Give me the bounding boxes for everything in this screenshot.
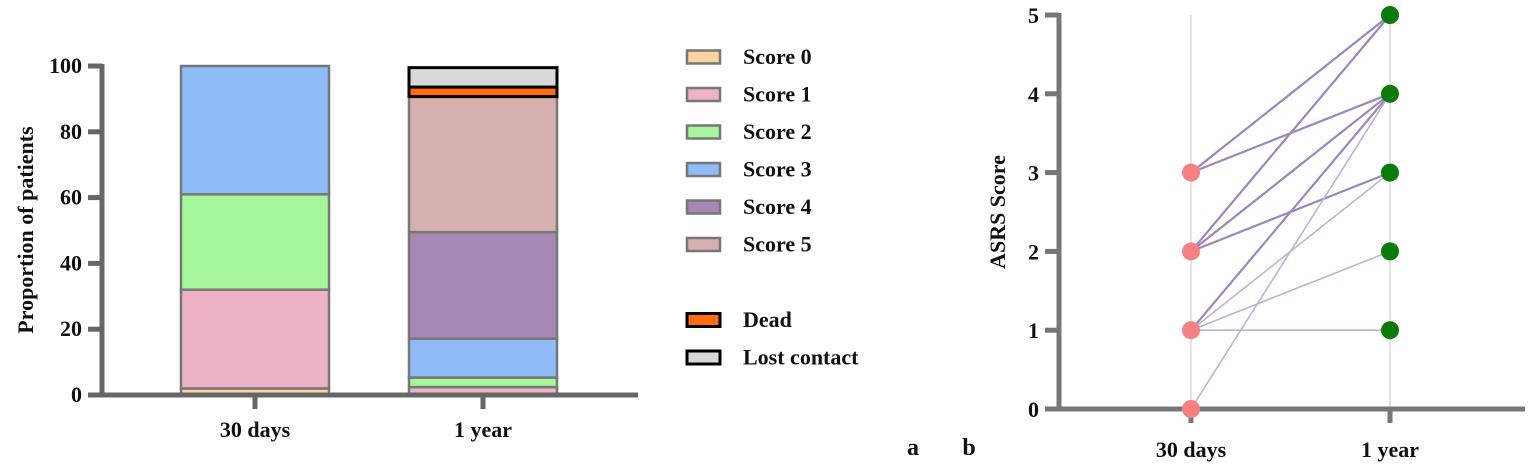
bar-segment-score-3 bbox=[179, 64, 331, 196]
svg-text:Dead: Dead bbox=[743, 307, 792, 332]
y-tick-label: 20 bbox=[60, 316, 82, 341]
svg-text:Score 2: Score 2 bbox=[743, 119, 812, 144]
y-tick-label: 0 bbox=[71, 382, 82, 407]
axes: 0 20 40 60 80 100 30 days 1 year bbox=[49, 53, 638, 442]
legend: Score 0 Score 1 Score 2 Score 3 Score 4 Score… bbox=[685, 44, 859, 370]
axes: 0 1 2 3 4 5 30 days 1 year bbox=[1028, 3, 1525, 462]
point-1-year bbox=[1381, 6, 1399, 24]
legend-item-score-1: Score 1 bbox=[685, 82, 812, 107]
legend-item-score-0: Score 0 bbox=[685, 44, 812, 69]
svg-text:Score 5: Score 5 bbox=[743, 232, 812, 257]
y-tick-label: 2 bbox=[1028, 239, 1039, 264]
point-30-days bbox=[1182, 242, 1200, 261]
point-30-days bbox=[1182, 163, 1200, 182]
pair-line bbox=[1190, 14, 1391, 253]
bar-segment-score-2 bbox=[407, 376, 559, 389]
panel-label-b: b bbox=[962, 435, 975, 461]
pair-line bbox=[1190, 93, 1391, 331]
y-tick-label: 5 bbox=[1028, 3, 1039, 28]
bar-segment-score-5 bbox=[407, 95, 559, 234]
point-30-days bbox=[1182, 400, 1200, 418]
x-tick-label: 1 year bbox=[1361, 437, 1419, 462]
point-1-year bbox=[1381, 163, 1399, 182]
point-1-year bbox=[1381, 242, 1399, 261]
vertical-gridlines bbox=[1190, 15, 1391, 409]
svg-text:Score 1: Score 1 bbox=[743, 82, 812, 107]
legend-item-lost-contact: Lost contact bbox=[685, 345, 859, 370]
stacked-bar-chart: 0 20 40 60 80 100 30 days 1 year Proportion of … bbox=[13, 44, 859, 442]
y-tick-label: 3 bbox=[1028, 161, 1039, 186]
legend-item-score-2: Score 2 bbox=[685, 119, 812, 144]
svg-text:Score 3: Score 3 bbox=[743, 157, 812, 182]
y-tick-label: 40 bbox=[60, 250, 82, 275]
y-tick-label: 60 bbox=[60, 185, 82, 210]
legend-item-score-5: Score 5 bbox=[685, 232, 812, 257]
pair-line bbox=[1190, 14, 1391, 174]
y-axis-title: ASRS Score bbox=[985, 155, 1010, 269]
point-1-year bbox=[1381, 321, 1399, 340]
y-tick-label: 4 bbox=[1028, 82, 1039, 107]
data-points bbox=[1182, 6, 1399, 418]
svg-text:Score 0: Score 0 bbox=[743, 44, 812, 69]
y-tick-label: 100 bbox=[49, 53, 82, 78]
y-tick-label: 0 bbox=[1028, 397, 1039, 422]
point-1-year bbox=[1381, 84, 1399, 103]
pair-line bbox=[1190, 93, 1391, 410]
y-axis-title: Proportion of patients bbox=[13, 126, 38, 334]
legend-item-score-3: Score 3 bbox=[685, 157, 812, 182]
bar-segment-score-4 bbox=[407, 230, 559, 340]
x-tick-label: 30 days bbox=[220, 417, 291, 442]
bar-segment-score-3 bbox=[407, 337, 559, 379]
x-tick-label: 1 year bbox=[454, 417, 512, 442]
paired-dot-chart: 0 1 2 3 4 5 30 days 1 year ASRS Score bbox=[985, 3, 1525, 462]
y-tick-label: 1 bbox=[1028, 318, 1039, 343]
pair-line bbox=[1190, 250, 1391, 331]
y-tick-label: 80 bbox=[60, 119, 82, 144]
legend-item-score-4: Score 4 bbox=[685, 194, 812, 219]
legend-item-dead: Dead bbox=[685, 307, 792, 332]
bar-segment-score-1 bbox=[179, 288, 331, 390]
pair-line bbox=[1190, 92, 1391, 253]
point-30-days bbox=[1182, 321, 1200, 340]
panel-label-a: a bbox=[907, 435, 919, 461]
pair-lines bbox=[1190, 14, 1391, 410]
svg-text:Lost contact: Lost contact bbox=[743, 345, 859, 370]
bars bbox=[179, 64, 559, 397]
x-tick-label: 30 days bbox=[1156, 437, 1227, 462]
bar-segment-lost-contact bbox=[407, 66, 559, 89]
bar-segment-score-2 bbox=[179, 193, 331, 291]
svg-text:Score 4: Score 4 bbox=[743, 194, 812, 219]
